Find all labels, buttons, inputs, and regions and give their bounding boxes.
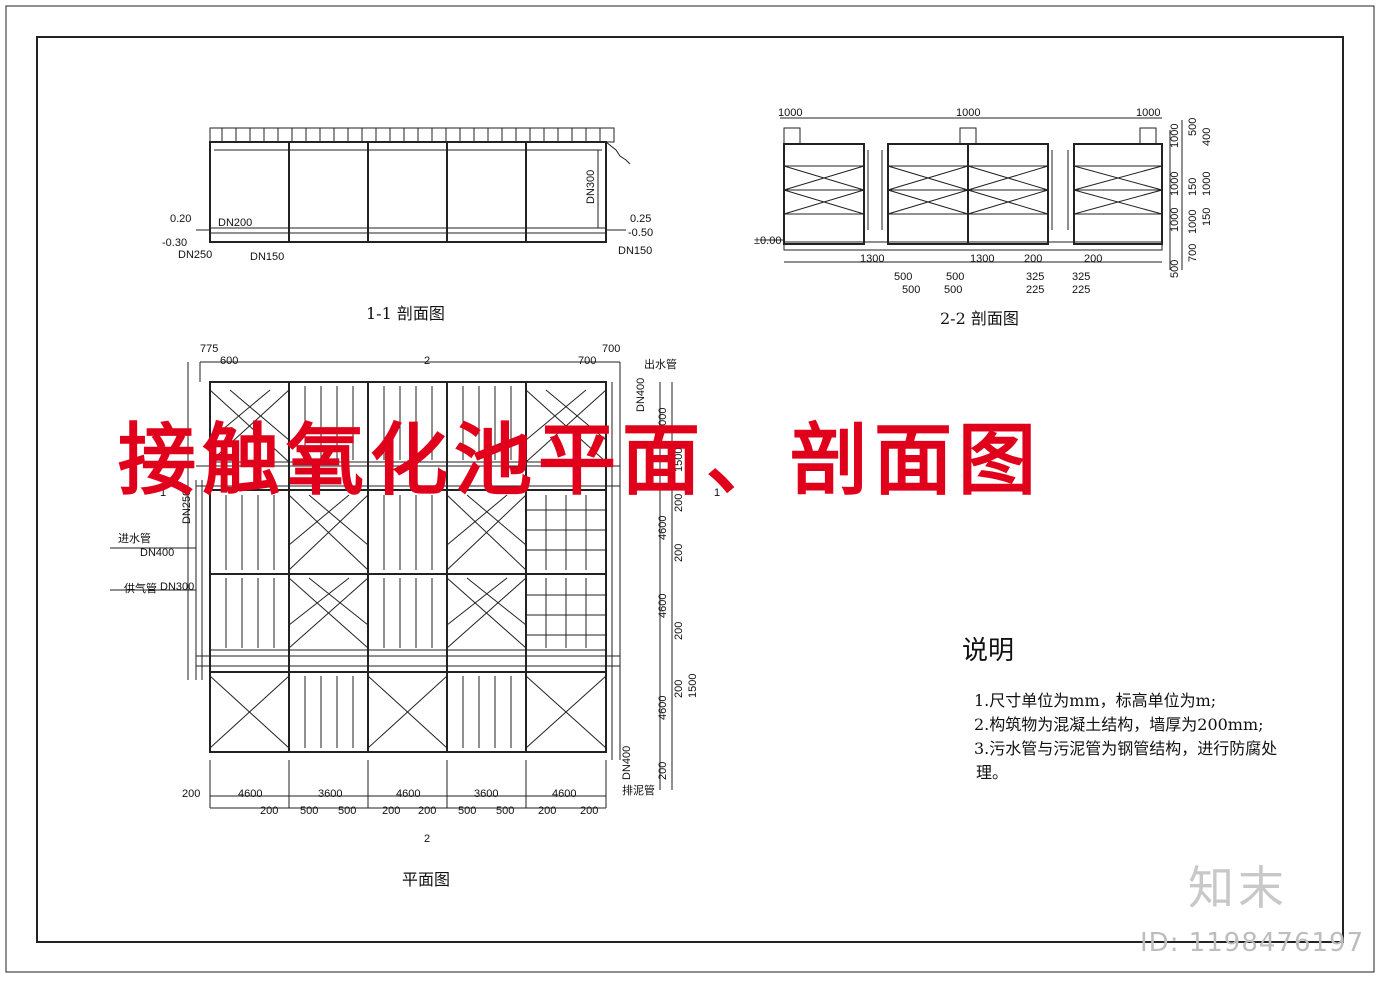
svg-text:DN250: DN250 — [178, 249, 212, 261]
svg-text:200: 200 — [673, 622, 685, 640]
svg-text:1000: 1000 — [1169, 208, 1181, 232]
svg-text:4600: 4600 — [552, 788, 576, 800]
main-title: 接触氧化池平面、剖面图 — [118, 415, 1043, 506]
svg-text:500: 500 — [946, 271, 964, 283]
section-1-1: 0.20 -0.30 DN200 DN250 DN150 DN300 0.25 … — [162, 127, 653, 263]
svg-text:200: 200 — [418, 805, 436, 817]
svg-text:DN300: DN300 — [160, 581, 194, 593]
svg-text:1500: 1500 — [673, 448, 685, 472]
svg-text:1500: 1500 — [687, 674, 699, 698]
svg-text:150: 150 — [1201, 208, 1213, 226]
svg-text:200: 200 — [260, 805, 278, 817]
svg-text:200: 200 — [673, 544, 685, 562]
svg-text:0.20: 0.20 — [170, 213, 191, 225]
svg-text:3600: 3600 — [474, 788, 498, 800]
svg-text:200: 200 — [673, 680, 685, 698]
svg-text:500: 500 — [458, 805, 476, 817]
note-item-2: 2.构筑物为混凝土结构，墙厚为200mm; — [974, 715, 1264, 734]
svg-text:200: 200 — [1084, 253, 1102, 265]
notes-block: 说明 1.尺寸单位为mm，标高单位为m; 2.构筑物为混凝土结构，墙厚为200m… — [962, 630, 1342, 785]
svg-text:1000: 1000 — [778, 107, 802, 119]
svg-text:200: 200 — [382, 805, 400, 817]
note-item-1: 1.尺寸单位为mm，标高单位为m; — [974, 691, 1217, 710]
svg-text:700: 700 — [602, 343, 620, 355]
svg-text:500: 500 — [894, 271, 912, 283]
svg-text:600: 600 — [220, 355, 238, 367]
svg-text:4600: 4600 — [238, 788, 262, 800]
watermark-logo: 知末 — [1188, 861, 1288, 915]
svg-text:1300: 1300 — [970, 253, 994, 265]
svg-text:400: 400 — [1201, 128, 1213, 146]
svg-text:进水管: 进水管 — [118, 531, 151, 545]
svg-text:325: 325 — [1026, 271, 1044, 283]
inner-border — [36, 36, 1344, 943]
svg-text:200: 200 — [673, 494, 685, 512]
svg-text:2: 2 — [424, 355, 430, 367]
svg-text:500: 500 — [300, 805, 318, 817]
svg-text:200: 200 — [580, 805, 598, 817]
svg-text:775: 775 — [200, 343, 218, 355]
svg-text:150: 150 — [1187, 178, 1199, 196]
svg-text:700: 700 — [578, 355, 596, 367]
svg-text:500: 500 — [496, 805, 514, 817]
svg-text:1300: 1300 — [860, 253, 884, 265]
svg-text:1000: 1000 — [1187, 210, 1199, 234]
svg-text:200: 200 — [538, 805, 556, 817]
svg-text:1000: 1000 — [1201, 172, 1213, 196]
svg-text:DN250: DN250 — [181, 490, 193, 524]
plan-label: 平面图 — [402, 870, 451, 889]
svg-text:-0.50: -0.50 — [628, 227, 653, 239]
section-1-1-label: 1-1 剖面图 — [366, 304, 445, 323]
svg-text:0.25: 0.25 — [630, 213, 651, 225]
svg-text:DN400: DN400 — [140, 547, 174, 559]
svg-text:500: 500 — [1169, 260, 1181, 278]
svg-text:2: 2 — [424, 833, 430, 845]
svg-text:200: 200 — [657, 762, 669, 780]
svg-text:DN400: DN400 — [621, 746, 633, 780]
svg-text:700: 700 — [1187, 244, 1199, 262]
section-2-2: 1000 1000 1000 ±0.00 1300 1300 200 200 5… — [754, 107, 1213, 296]
watermark-id: ID: 1198476197 — [1140, 928, 1365, 958]
svg-text:DN150: DN150 — [618, 245, 652, 257]
svg-text:225: 225 — [1072, 284, 1090, 296]
svg-text:4600: 4600 — [657, 594, 669, 618]
svg-text:1000: 1000 — [1169, 124, 1181, 148]
svg-text:1: 1 — [714, 487, 720, 499]
outer-border — [5, 5, 1375, 973]
svg-text:5000: 5000 — [657, 408, 669, 432]
svg-text:200: 200 — [182, 788, 200, 800]
svg-text:1000: 1000 — [956, 107, 980, 119]
svg-text:500: 500 — [1187, 118, 1199, 136]
svg-text:225: 225 — [1026, 284, 1044, 296]
note-item-3: 3.污水管与污泥管为钢管结构，进行防腐处 — [974, 739, 1278, 758]
svg-text:500: 500 — [902, 284, 920, 296]
svg-text:排泥管: 排泥管 — [622, 783, 655, 797]
svg-text:1000: 1000 — [1169, 172, 1181, 196]
svg-text:DN150: DN150 — [250, 251, 284, 263]
svg-text:DN400: DN400 — [635, 378, 647, 412]
section-2-2-label: 2-2 剖面图 — [940, 309, 1019, 328]
svg-text:4600: 4600 — [657, 696, 669, 720]
svg-text:4600: 4600 — [657, 516, 669, 540]
svg-text:供气管: 供气管 — [124, 581, 157, 595]
notes-heading: 说明 — [962, 636, 1015, 666]
svg-text:1000: 1000 — [1136, 107, 1160, 119]
svg-text:DN200: DN200 — [218, 217, 252, 229]
svg-text:4600: 4600 — [396, 788, 420, 800]
plan-view: 775 600 700 700 出水管 DN400 DN250 进水管 DN40… — [110, 343, 720, 845]
svg-text:出水管: 出水管 — [644, 357, 677, 371]
svg-text:200: 200 — [1024, 253, 1042, 265]
svg-text:500: 500 — [944, 284, 962, 296]
note-item-4: 理。 — [976, 763, 1009, 782]
svg-text:325: 325 — [1072, 271, 1090, 283]
svg-text:±0.00: ±0.00 — [754, 235, 781, 247]
svg-text:1: 1 — [160, 487, 166, 499]
svg-text:3600: 3600 — [318, 788, 342, 800]
svg-text:DN300: DN300 — [585, 170, 597, 204]
svg-text:500: 500 — [338, 805, 356, 817]
svg-text:-0.30: -0.30 — [162, 237, 187, 249]
